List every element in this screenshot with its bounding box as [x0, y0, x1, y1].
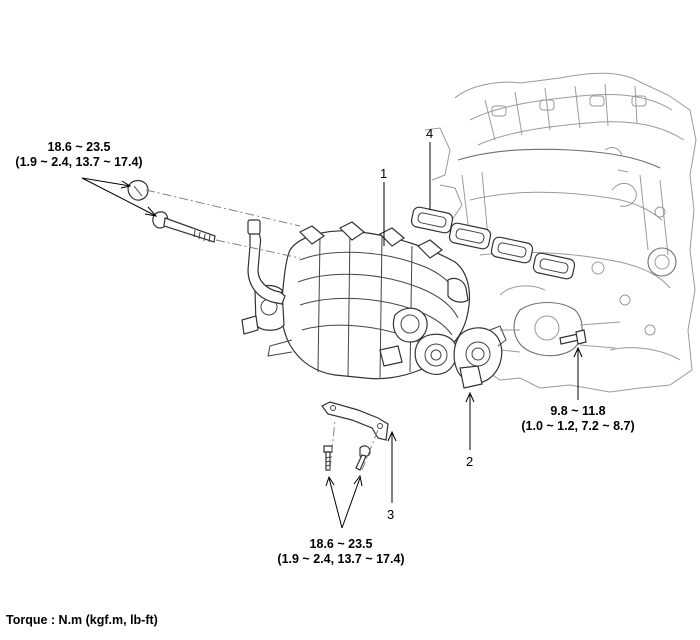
torque-detail: (1.9 ~ 2.4, 13.7 ~ 17.4) [277, 552, 405, 566]
callout-4: 4 [426, 126, 434, 141]
throttle-body-bolt [559, 329, 587, 345]
torque-value: 18.6 ~ 23.5 [309, 537, 373, 551]
callout-1: 1 [380, 166, 388, 181]
torque-label-top-left: 18.6 ~ 23.5 (1.9 ~ 2.4, 13.7 ~ 17.4) [4, 140, 154, 170]
torque-value: 9.8 ~ 11.8 [550, 404, 606, 418]
assembly-center-lines [145, 189, 379, 471]
intake-gaskets [410, 206, 576, 280]
torque-detail: (1.9 ~ 2.4, 13.7 ~ 17.4) [15, 155, 143, 169]
callout-3: 3 [387, 507, 395, 522]
callout-2: 2 [466, 454, 474, 469]
torque-detail: (1.0 ~ 1.2, 7.2 ~ 8.7) [521, 419, 635, 433]
torque-label-right: 9.8 ~ 11.8 (1.0 ~ 1.2, 7.2 ~ 8.7) [512, 404, 644, 434]
leader-lines [81, 142, 583, 529]
torque-value: 18.6 ~ 23.5 [47, 140, 111, 154]
bracket-bolt-left [323, 445, 333, 471]
manifold-stud-bolt [152, 211, 216, 243]
torque-units-caption: Torque : N.m (kgf.m, lb-ft) [6, 613, 158, 627]
throttle-body [453, 325, 507, 389]
manifold-nut [127, 179, 149, 201]
bracket-bolt-right [355, 445, 371, 471]
manifold-bracket [321, 401, 389, 441]
torque-label-bottom: 18.6 ~ 23.5 (1.9 ~ 2.4, 13.7 ~ 17.4) [266, 537, 416, 567]
intake-manifold [241, 219, 471, 380]
